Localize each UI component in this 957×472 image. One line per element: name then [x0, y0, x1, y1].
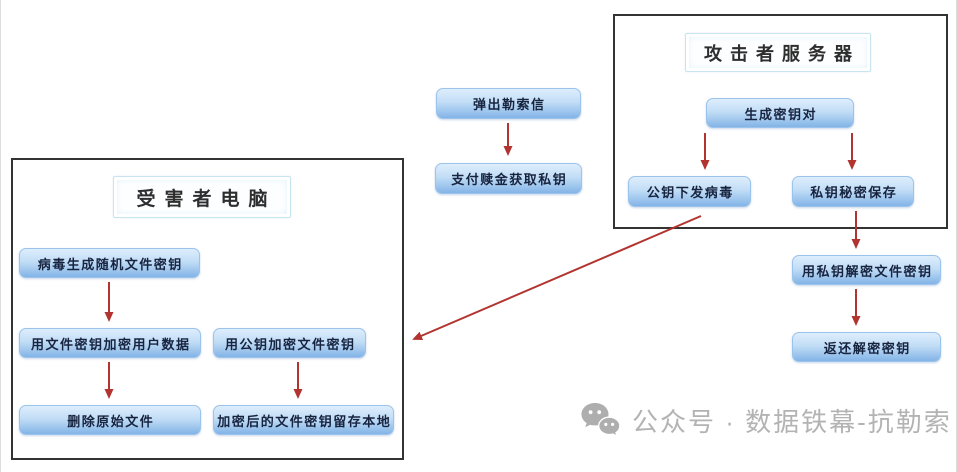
node-encrypted-file-key-stored-locally-label: 加密后的文件密钥留存本地	[217, 413, 392, 429]
watermark: 公众号 · 数据铁幕-抗勒索	[580, 401, 952, 440]
attacker-server-box	[613, 14, 948, 229]
node-encrypt-file-key-with-public-key-label: 用公钥加密文件密钥	[224, 336, 356, 352]
node-return-decryption-key: 返还解密密钥	[792, 332, 941, 362]
victim-computer-box	[11, 158, 404, 460]
node-return-decryption-key-label: 返还解密密钥	[823, 340, 911, 356]
node-encrypt-user-data-with-file-key-label: 用文件密钥加密用户数据	[30, 336, 191, 352]
node-public-key-distribute-virus-label: 公钥下发病毒	[646, 185, 734, 200]
node-generate-keypair: 生成密钥对	[706, 98, 854, 128]
node-popup-ransom-note-label: 弹出勒索信	[472, 97, 546, 112]
node-generate-keypair-label: 生成密钥对	[744, 106, 817, 122]
wechat-icon	[581, 403, 621, 438]
node-pay-ransom-get-private-key: 支付赎金获取私钥	[435, 163, 582, 194]
arrow-public-key-virus-to-victim	[412, 215, 702, 340]
node-encrypted-file-key-stored-locally: 加密后的文件密钥留存本地	[213, 405, 394, 435]
watermark-text: 公众号 · 数据铁幕-抗勒索	[632, 407, 952, 437]
node-decrypt-file-key-with-private-key: 用私钥解密文件密钥	[792, 255, 941, 285]
attacker-server-title-label: 攻击者服务器	[704, 43, 860, 64]
node-private-key-secret-keep-label: 私钥秘密保存	[810, 185, 898, 200]
node-delete-original-files: 删除原始文件	[19, 405, 201, 435]
node-public-key-distribute-virus: 公钥下发病毒	[628, 176, 751, 207]
node-virus-generates-random-file-key-label: 病毒生成随机文件密钥	[37, 256, 183, 272]
node-delete-original-files-label: 删除原始文件	[67, 413, 155, 429]
node-encrypt-file-key-with-public-key: 用公钥加密文件密钥	[213, 328, 366, 358]
node-decrypt-file-key-with-private-key-label: 用私钥解密文件密钥	[801, 263, 933, 279]
node-private-key-secret-keep: 私钥秘密保存	[792, 176, 914, 207]
victim-computer-title-label: 受害者电脑	[136, 188, 277, 210]
victim-computer-title: 受害者电脑	[113, 176, 291, 218]
node-popup-ransom-note: 弹出勒索信	[436, 88, 581, 119]
attacker-server-title: 攻击者服务器	[685, 33, 871, 72]
node-encrypt-user-data-with-file-key: 用文件密钥加密用户数据	[19, 328, 201, 358]
node-virus-generates-random-file-key: 病毒生成随机文件密钥	[19, 248, 200, 278]
node-pay-ransom-get-private-key-label: 支付赎金获取私钥	[451, 172, 568, 187]
